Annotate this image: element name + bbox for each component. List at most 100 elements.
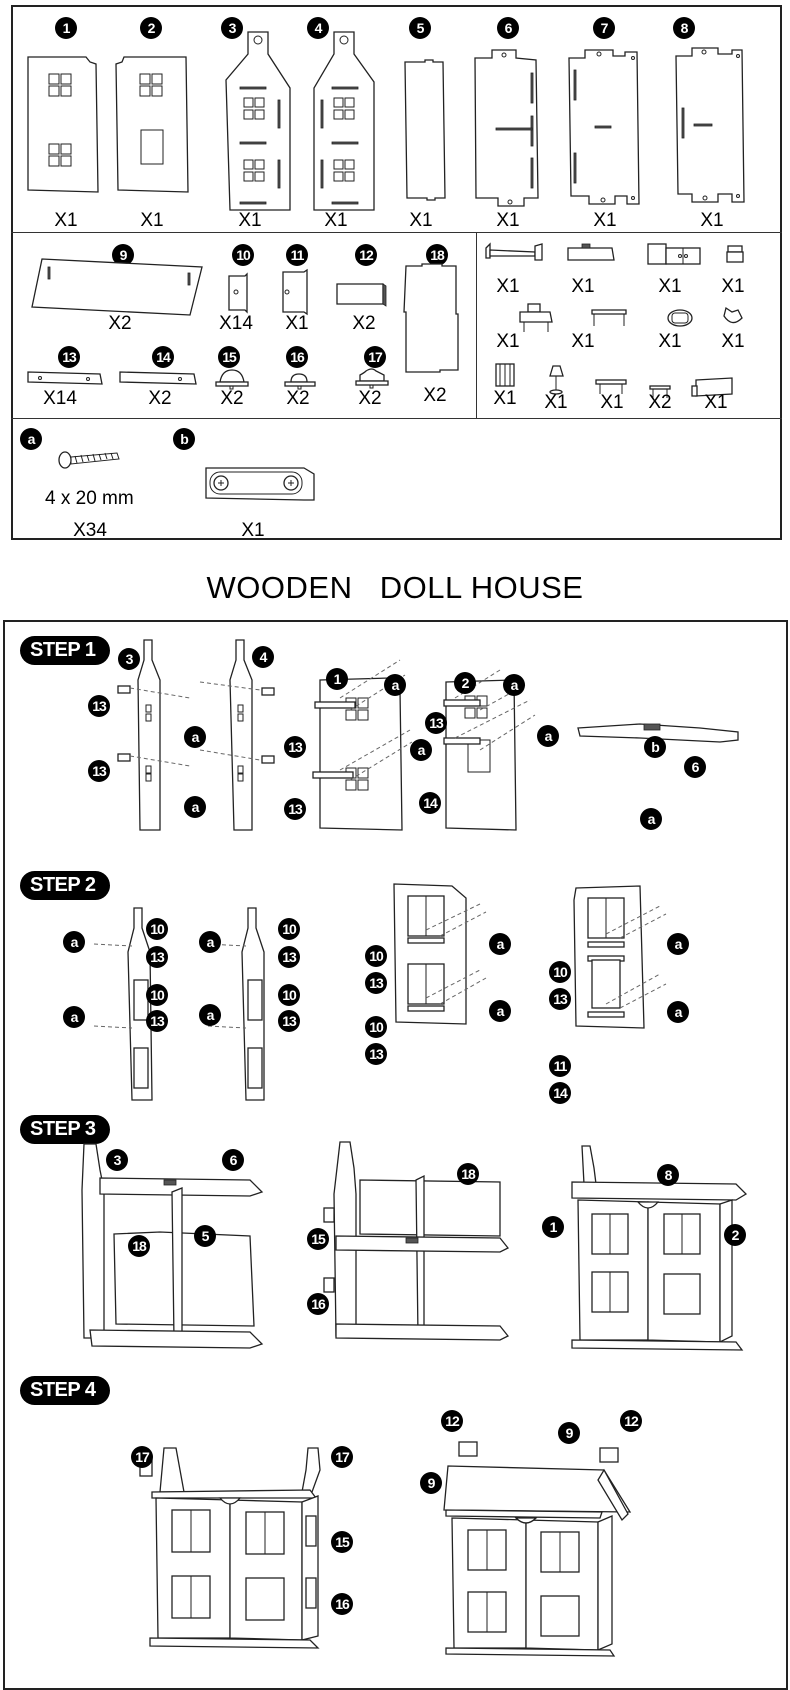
quantity-label: X1 bbox=[241, 520, 265, 541]
quantity-label: X2 bbox=[286, 388, 310, 409]
callout-badge: a bbox=[640, 808, 662, 830]
part-number-badge: 6 bbox=[497, 17, 519, 39]
callout-badge: 17 bbox=[131, 1446, 153, 1468]
part-number-badge: 9 bbox=[112, 244, 134, 266]
dormer-small-illustration bbox=[215, 369, 249, 390]
bed-icon bbox=[485, 242, 543, 261]
quantity-label: X1 bbox=[409, 210, 433, 231]
quantity-label: X1 bbox=[721, 331, 745, 352]
callout-badge: 1 bbox=[542, 1216, 564, 1238]
step-2-label: STEP 2 bbox=[20, 871, 110, 900]
screw-size-label: 4 x 20 mm bbox=[45, 488, 134, 509]
bench-icon bbox=[591, 309, 627, 326]
part-number-badge: 12 bbox=[355, 244, 377, 266]
connector-bracket-icon bbox=[205, 467, 315, 501]
furniture-illustrations bbox=[485, 242, 744, 398]
part-letter-badge: a bbox=[20, 428, 42, 450]
step-4-label: STEP 4 bbox=[20, 1376, 110, 1405]
quantity-label: X1 bbox=[285, 313, 309, 334]
callout-badge: 13 bbox=[88, 695, 110, 717]
callout-badge: 9 bbox=[420, 1472, 442, 1494]
quantity-label: X1 bbox=[593, 210, 617, 231]
door-illustration bbox=[282, 268, 308, 316]
callout-badge: 16 bbox=[307, 1293, 329, 1315]
quantity-label: X1 bbox=[571, 276, 595, 297]
callout-badge: a bbox=[537, 725, 559, 747]
callout-badge: 8 bbox=[657, 1164, 679, 1186]
callout-badge: 13 bbox=[365, 972, 387, 994]
callout-badge: 10 bbox=[146, 918, 168, 940]
callout-badge: 15 bbox=[307, 1228, 329, 1250]
door-sill-strip-illustration bbox=[119, 371, 197, 385]
callout-badge: a bbox=[384, 674, 406, 696]
callout-badge: a bbox=[667, 933, 689, 955]
callout-badge: 15 bbox=[331, 1531, 353, 1553]
sill-strip-illustration bbox=[27, 371, 103, 385]
callout-badge: 13 bbox=[278, 946, 300, 968]
quantity-label: X1 bbox=[704, 392, 728, 413]
callout-badge: 4 bbox=[252, 646, 274, 668]
dormer-ornate-illustration bbox=[355, 368, 389, 389]
quantity-label: X2 bbox=[352, 313, 376, 334]
quantity-label: X1 bbox=[700, 210, 724, 231]
step-1-diagram bbox=[117, 639, 739, 831]
callout-badge: 6 bbox=[222, 1149, 244, 1171]
quantity-label: X1 bbox=[658, 276, 682, 297]
callout-badge: 18 bbox=[128, 1235, 150, 1257]
part-number-badge: 5 bbox=[409, 17, 431, 39]
divider bbox=[11, 418, 782, 419]
callout-badge: 6 bbox=[684, 756, 706, 778]
callout-badge: a bbox=[667, 1001, 689, 1023]
callout-badge: 13 bbox=[146, 946, 168, 968]
toilet-icon bbox=[726, 245, 744, 263]
quantity-label: X2 bbox=[220, 388, 244, 409]
callout-badge: b bbox=[644, 736, 666, 758]
callout-badge: 10 bbox=[365, 1016, 387, 1038]
quantity-label: X1 bbox=[493, 388, 517, 409]
callout-badge: 13 bbox=[88, 760, 110, 782]
divider-panel-illustration bbox=[404, 59, 446, 201]
front-panel-left-illustration bbox=[27, 56, 99, 193]
part-number-badge: 17 bbox=[364, 346, 386, 368]
callout-badge: 10 bbox=[278, 984, 300, 1006]
stove-icon bbox=[519, 303, 553, 332]
kitchen-counter-icon bbox=[647, 243, 701, 265]
quantity-label: X1 bbox=[496, 276, 520, 297]
part-number-badge: 7 bbox=[593, 17, 615, 39]
callout-badge: a bbox=[503, 674, 525, 696]
callout-badge: 18 bbox=[457, 1163, 479, 1185]
callout-badge: a bbox=[410, 739, 432, 761]
floor-panel-illustration bbox=[474, 49, 539, 207]
part-number-badge: 11 bbox=[286, 244, 308, 266]
callout-badge: 17 bbox=[331, 1446, 353, 1468]
step-1-label: STEP 1 bbox=[20, 636, 110, 665]
quantity-label: X2 bbox=[108, 313, 132, 334]
screw-icon bbox=[58, 451, 120, 469]
quantity-label: X1 bbox=[324, 210, 348, 231]
part-number-badge: 13 bbox=[58, 346, 80, 368]
callout-badge: 10 bbox=[146, 984, 168, 1006]
callout-badge: 10 bbox=[365, 945, 387, 967]
table-icon bbox=[595, 379, 627, 394]
quantity-label: X2 bbox=[358, 388, 382, 409]
callout-badge: a bbox=[63, 931, 85, 953]
divider bbox=[476, 232, 477, 418]
callout-badge: 13 bbox=[425, 712, 447, 734]
callout-badge: a bbox=[489, 1000, 511, 1022]
front-panel-right-illustration bbox=[115, 56, 189, 193]
callout-badge: 16 bbox=[331, 1593, 353, 1615]
callout-badge: a bbox=[199, 931, 221, 953]
quantity-label: X1 bbox=[721, 276, 745, 297]
roof-panel-illustration bbox=[31, 258, 203, 316]
quantity-label: X1 bbox=[496, 331, 520, 352]
callout-badge: 13 bbox=[278, 1010, 300, 1032]
step-3-label: STEP 3 bbox=[20, 1115, 110, 1144]
middle-floor-panel-illustration bbox=[568, 49, 640, 205]
callout-badge: 13 bbox=[284, 798, 306, 820]
ceiling-panel-illustration bbox=[675, 47, 745, 203]
side-panel-left-illustration bbox=[225, 31, 291, 211]
callout-badge: 13 bbox=[284, 736, 306, 758]
callout-badge: a bbox=[489, 933, 511, 955]
callout-badge: 10 bbox=[549, 961, 571, 983]
step-4-diagram bbox=[139, 1441, 632, 1657]
